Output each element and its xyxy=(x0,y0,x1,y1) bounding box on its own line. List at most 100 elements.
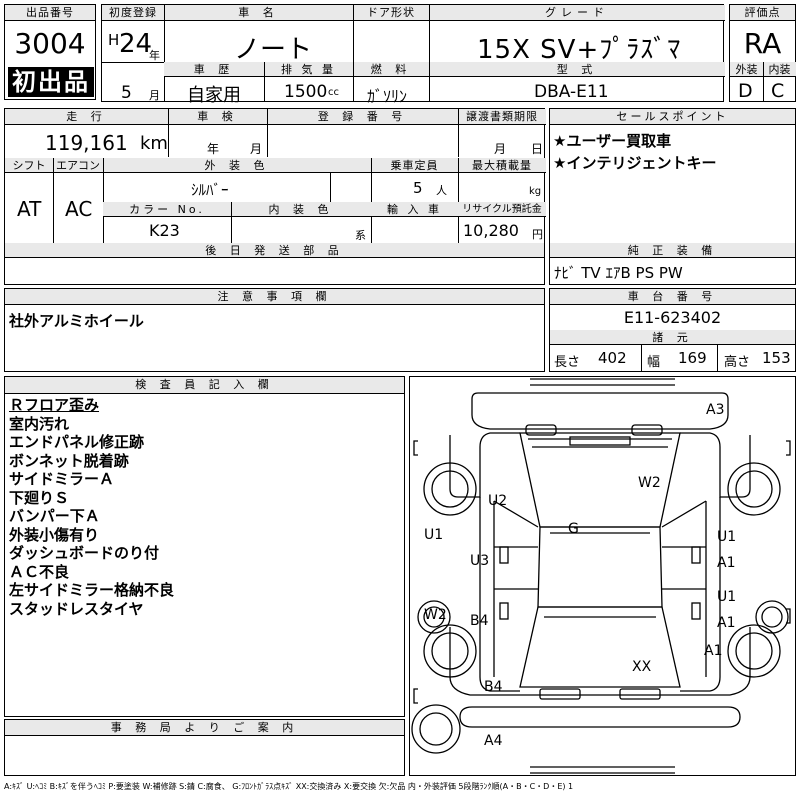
remark-item: ダッシュボードのり付 xyxy=(9,544,160,562)
interior-grade: C xyxy=(771,80,785,102)
mark-U1-right-2: U1 xyxy=(717,589,736,605)
mark-A1-right-2: A1 xyxy=(717,615,735,631)
width-label: 幅 xyxy=(647,355,661,370)
history-header: 車 歴 xyxy=(164,62,264,77)
remark-item: ＡＣ不良 xyxy=(9,562,70,581)
equipment-header: 純 正 装 備 xyxy=(550,243,795,258)
inspector-box: 検 査 員 記 入 欄 Ｒフロア歪み 室内汚れ エンドパネル修正跡 ボンネット脱… xyxy=(4,376,405,717)
exterior-color-header: 外 装 色 xyxy=(103,158,371,173)
car-diagram: A3 W2 U2 G U1 U3 W2 B4 B4 U1 A1 U1 A1 A1… xyxy=(411,378,791,774)
lot-number: 3004 xyxy=(14,27,86,60)
office-header: 事 務 局 よ り ご 案 内 xyxy=(5,720,404,736)
mark-W2-top: W2 xyxy=(638,475,661,491)
load-header: 最大積載量 xyxy=(458,158,546,173)
rating-header: 評価点 xyxy=(730,5,795,21)
notes-header: 注 意 事 項 欄 xyxy=(5,289,544,305)
color-no-header: カラー No. xyxy=(103,202,231,217)
interior-color-header: 内 装 色 xyxy=(231,202,371,217)
displacement-header: 排 気 量 xyxy=(264,62,353,77)
car-diagram-box: A3 W2 U2 G U1 U3 W2 B4 B4 U1 A1 U1 A1 A1… xyxy=(409,376,796,776)
lot-header: 出品番号 xyxy=(5,5,95,21)
reg-month-unit: 月 xyxy=(149,89,160,102)
fuel-value: ｶﾞｿﾘﾝ xyxy=(367,87,408,106)
mark-A4: A4 xyxy=(484,733,503,749)
interior-grade-header: 内装 xyxy=(763,62,796,77)
inspection-header: 車 検 xyxy=(168,109,267,125)
grade-header: グレード xyxy=(429,5,725,21)
main-info-table: 初度登録 車 名 ドア形状 グレード H 24 年 ノート 15X SV+ﾌﾟﾗ… xyxy=(101,4,725,106)
notes-box: 注 意 事 項 欄 社外アルミホイール xyxy=(4,288,545,372)
fuel-header: 燃 料 xyxy=(353,62,429,77)
mark-XX: XX xyxy=(632,659,652,675)
exterior-grade-header: 外装 xyxy=(730,62,763,77)
mark-A1-right-1: A1 xyxy=(717,555,735,571)
inspection-month-unit: 月 xyxy=(250,142,263,156)
reg-header: 初度登録 xyxy=(102,5,164,21)
load-unit: kg xyxy=(529,186,542,197)
exterior-grade: D xyxy=(738,80,753,102)
mark-B4-mid: B4 xyxy=(470,613,489,629)
door-header: ドア形状 xyxy=(353,5,429,21)
width-value: 169 xyxy=(678,349,707,367)
recycle-header: リサイクル預託金 xyxy=(458,202,546,217)
height-label: 高さ xyxy=(724,355,751,370)
notes-value: 社外アルミホイール xyxy=(9,312,144,330)
chassis-header: 車 台 番 号 xyxy=(550,289,795,305)
mark-B4-low: B4 xyxy=(484,679,503,695)
remark-item: ボンネット脱着跡 xyxy=(9,451,129,470)
displacement-unit: cc xyxy=(328,87,339,98)
mileage-header: 走 行 xyxy=(5,109,168,125)
equipment-value: ﾅﾋﾞ TV ｴｱB PS PW xyxy=(554,264,683,282)
inspection-year-unit: 年 xyxy=(207,142,220,156)
remark-item: 左サイドミラー格納不良 xyxy=(9,581,175,599)
legend-text: A:ｷｽﾞ U:ﾍｺﾐ B:ｷｽﾞを伴うﾍｺﾐ P:要塗装 W:補修跡 S:錆 … xyxy=(4,782,574,791)
remark-item: バンパー下Ａ xyxy=(9,507,100,525)
inspector-list: Ｒフロア歪み 室内汚れ エンドパネル修正跡 ボンネット脱着跡 サイドミラーＡ 下… xyxy=(9,396,174,618)
sales-point-1: ★ユーザー買取車 xyxy=(553,132,672,150)
mark-A1-right-3: A1 xyxy=(704,643,722,659)
mark-A3: A3 xyxy=(706,402,724,418)
displacement-value: 1500 xyxy=(284,82,328,102)
reg-year: 24 xyxy=(119,29,153,59)
remark-item: エンドパネル修正跡 xyxy=(9,433,145,451)
recycle-value: 10,280 xyxy=(463,221,519,240)
sales-point-2: ★インテリジェントキー xyxy=(553,154,717,172)
exterior-color-value: ｼﾙﾊﾞｰ xyxy=(191,181,229,199)
height-value: 153 xyxy=(762,349,791,367)
later-parts-header: 後 日 発 送 部 品 xyxy=(5,243,544,258)
mark-G: G xyxy=(568,521,579,537)
aircon-value: AC xyxy=(65,197,93,221)
history-value: 自家用 xyxy=(187,85,241,106)
transfer-day-unit: 日 xyxy=(531,142,544,156)
grade-value: 15X SV+ﾌﾟﾗｽﾞﾏ xyxy=(477,35,682,65)
shift-value: AT xyxy=(17,197,42,221)
capacity-header: 乗車定員 xyxy=(371,158,458,173)
mark-U2: U2 xyxy=(488,493,507,509)
car-name: ノート xyxy=(234,35,313,65)
inspector-header: 検 査 員 記 入 欄 xyxy=(5,377,404,394)
model-header: 型 式 xyxy=(429,62,725,77)
first-listing-badge: 初出品 xyxy=(8,67,94,97)
remark-item: Ｒフロア歪み xyxy=(9,396,100,414)
reg-era: H xyxy=(108,31,120,49)
length-label: 長さ xyxy=(554,355,581,370)
remark-item: 室内汚れ xyxy=(9,414,70,433)
interior-color-unit: 系 xyxy=(355,229,366,242)
transfer-header: 譲渡書類期限 xyxy=(458,109,546,125)
chassis-value: E11-623402 xyxy=(623,308,722,327)
capacity-value: 5 xyxy=(413,179,423,197)
mark-U1-right-1: U1 xyxy=(717,529,736,545)
vehicle-details-table: 走 行 車 検 登 録 番 号 譲渡書類期限 119,161 km 年 月 月 … xyxy=(4,108,546,285)
transfer-month-unit: 月 xyxy=(494,142,507,156)
dimensions-header: 諸 元 xyxy=(550,330,795,345)
recycle-unit: 円 xyxy=(532,228,543,241)
model-value: DBA-E11 xyxy=(534,82,609,102)
color-no-value: K23 xyxy=(149,221,180,240)
mileage-unit: km xyxy=(140,133,168,154)
length-value: 402 xyxy=(598,349,627,367)
sales-header: セールスポイント xyxy=(550,109,795,125)
remark-item: スタッドレスタイヤ xyxy=(9,599,144,618)
car-name-header: 車 名 xyxy=(164,5,353,21)
import-header: 輸 入 車 xyxy=(371,202,458,217)
reg-year-unit: 年 xyxy=(149,49,160,62)
